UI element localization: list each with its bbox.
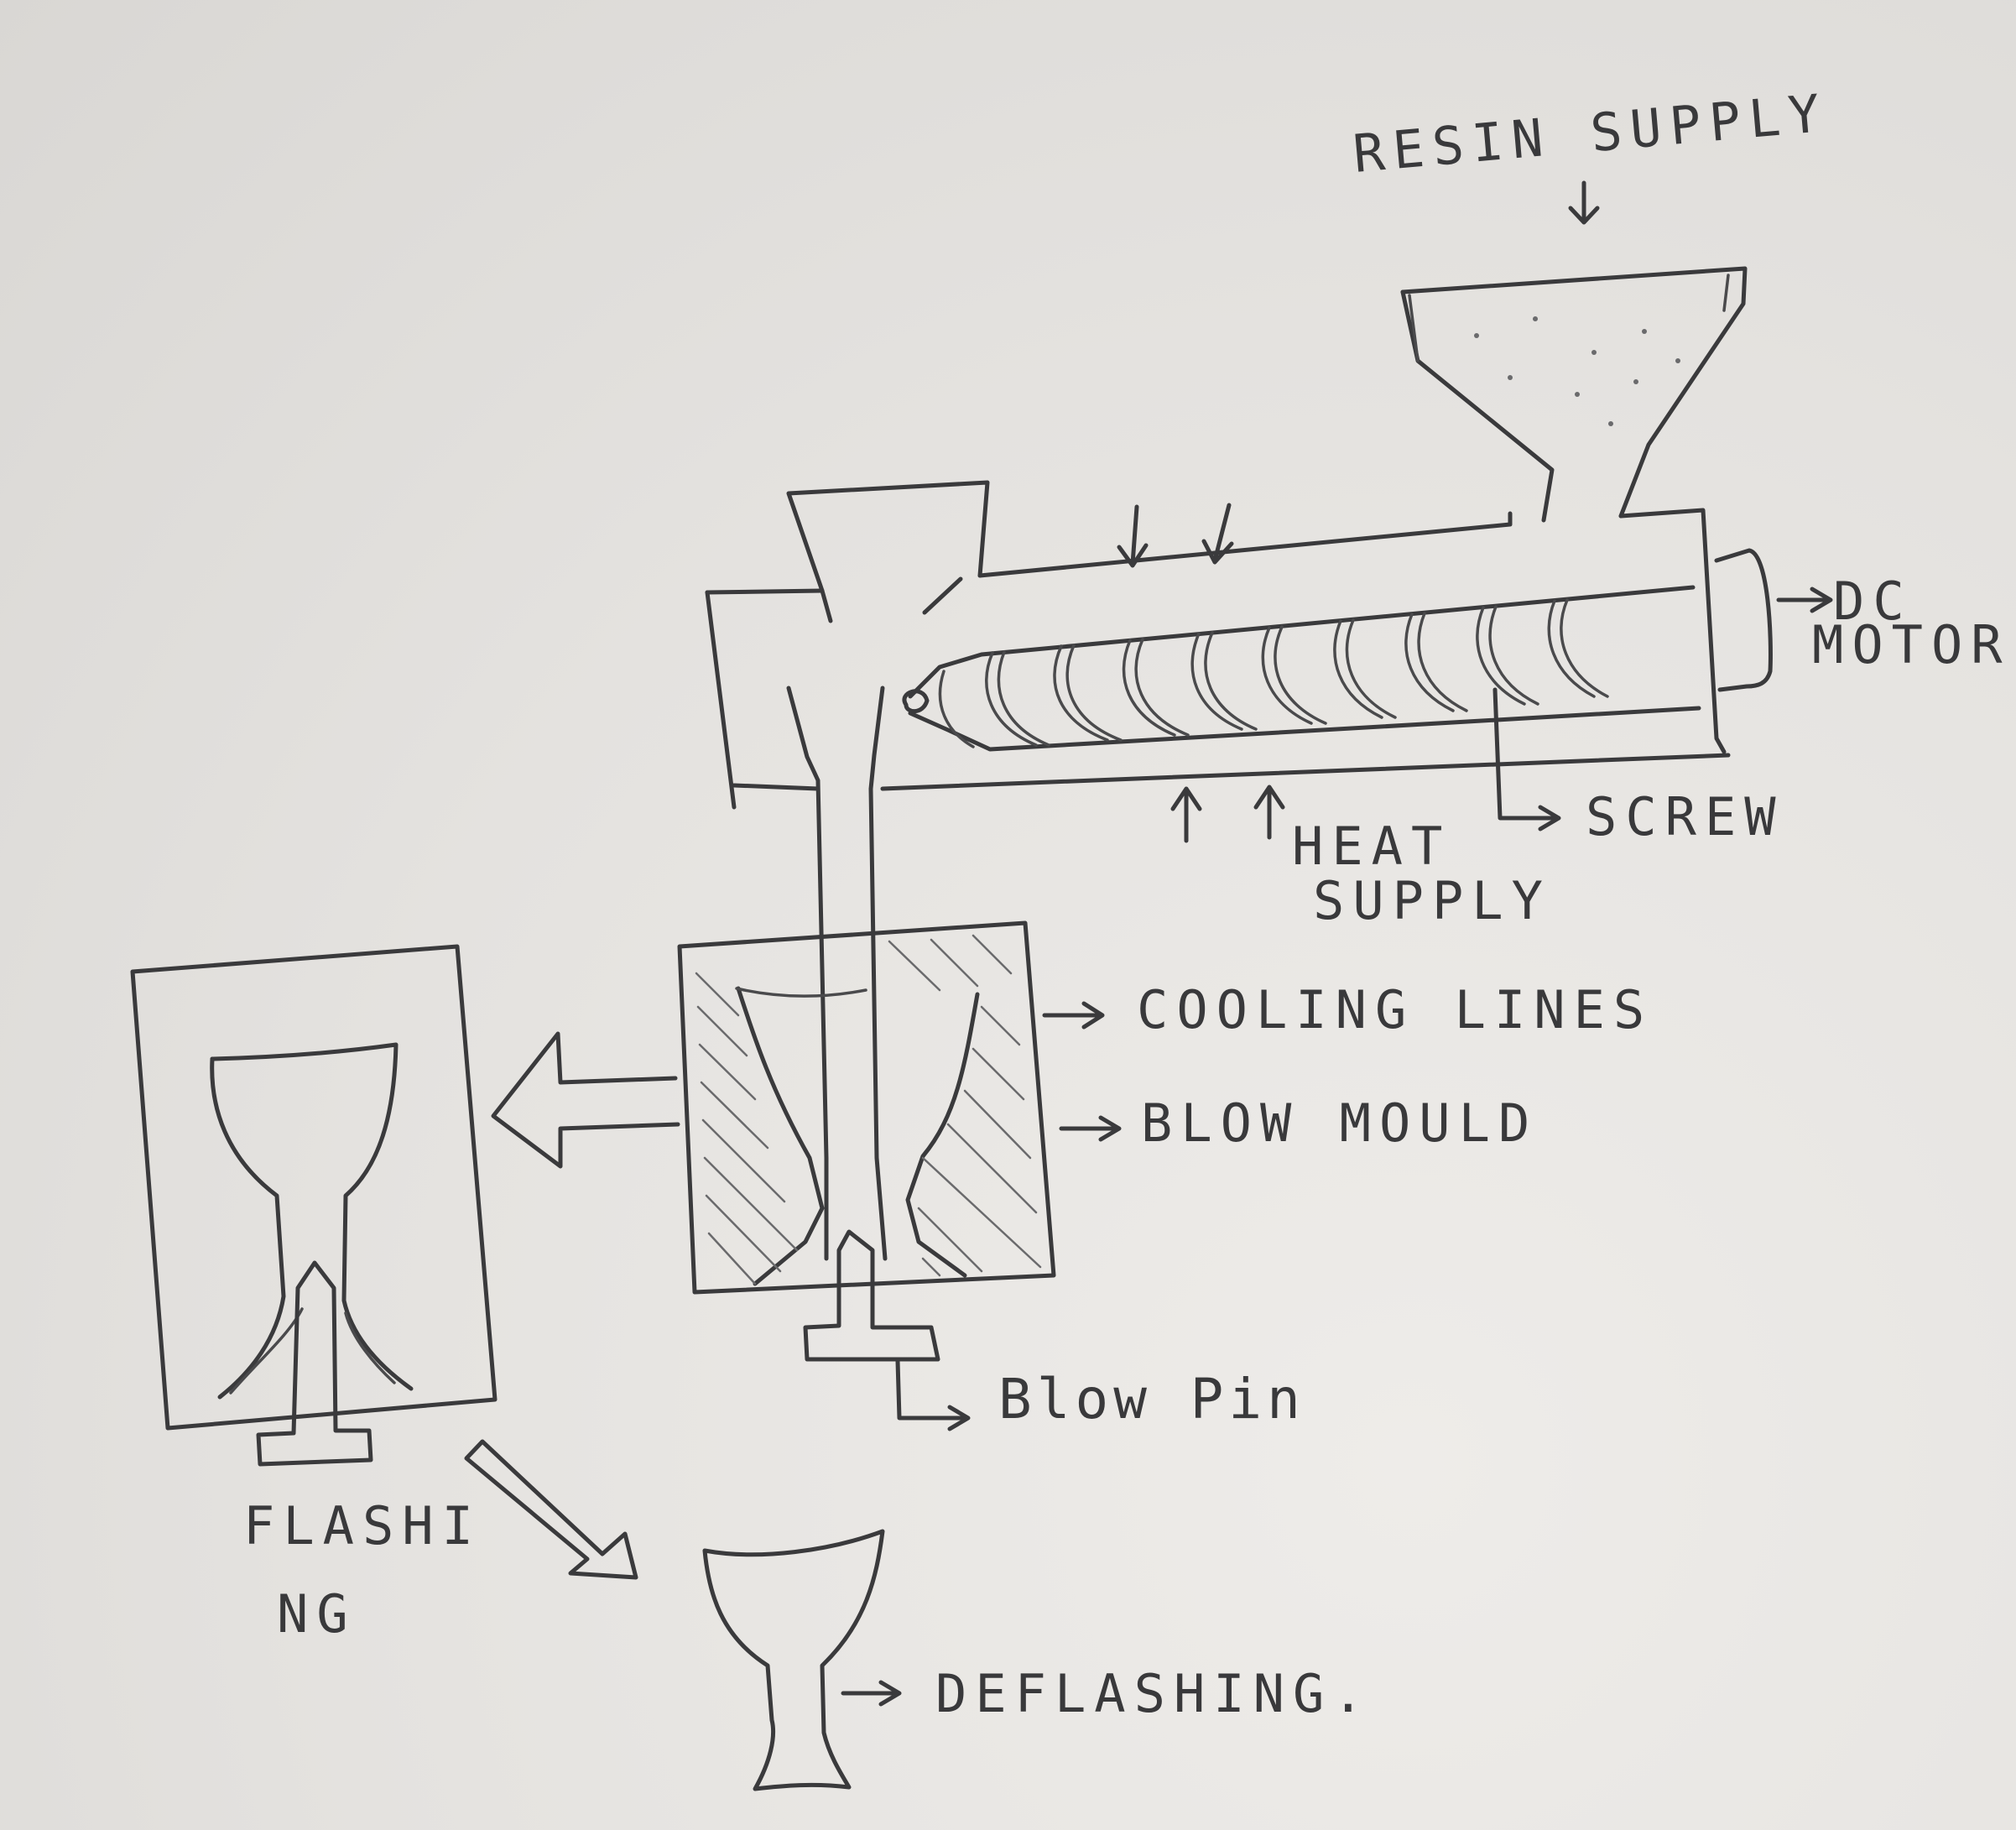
resin-supply-arrow [1568,180,1600,225]
ejected-part-box [130,944,497,1431]
blow-pin-arrow [895,1358,971,1431]
label-screw: SCREW [1586,786,1784,847]
blow-mould [677,920,1056,1295]
blow-pin [803,1229,940,1362]
feed-throat [786,480,990,623]
label-resin-supply: RESIN SUPPLY [1351,82,1831,185]
cooling-lines-arrow [1042,1001,1105,1030]
resin-granules [1474,316,1680,426]
deflash-arrow [464,1439,638,1580]
flashing-pin [256,1260,373,1467]
heat-arrow-top-1 [1117,504,1149,568]
resin-hopper [1400,266,1748,523]
label-cooling-lines: COOLING LINES [1137,979,1653,1040]
label-blow-mould: BLOW MOULD [1141,1092,1538,1154]
label-flashing-line1: FLASHI [243,1495,482,1556]
heat-arrow-bottom-1 [1170,786,1202,843]
deflashed-part [702,1529,885,1791]
label-blow-pin: Blow Pin [998,1367,1305,1431]
label-flashing-line2: NG [277,1583,357,1645]
mould-hatching [695,934,1042,1285]
nozzle-tube [786,686,888,1261]
heat-arrow-top-2 [1201,503,1234,565]
screw-flights [985,598,1609,747]
heat-arrow-bottom-2 [1253,785,1285,840]
label-dc-motor-line1: DC [1833,571,1913,632]
dc-motor-arrow [1776,587,1833,613]
blow-mould-arrow [1059,1115,1122,1142]
screw [902,585,1701,752]
label-heat-supply-line2: SUPPLY [1313,870,1551,931]
label-dc-motor-line2: MOTOR [1812,614,2011,675]
transfer-arrow [491,1031,680,1169]
label-deflashing: DEFLASHING. [935,1663,1373,1724]
barrel [705,508,1731,810]
dc-motor [1714,548,1773,692]
deflashing-arrow [841,1680,902,1707]
label-heat-supply-line1: HEAT [1292,816,1451,877]
screw-arrow [1492,687,1561,832]
